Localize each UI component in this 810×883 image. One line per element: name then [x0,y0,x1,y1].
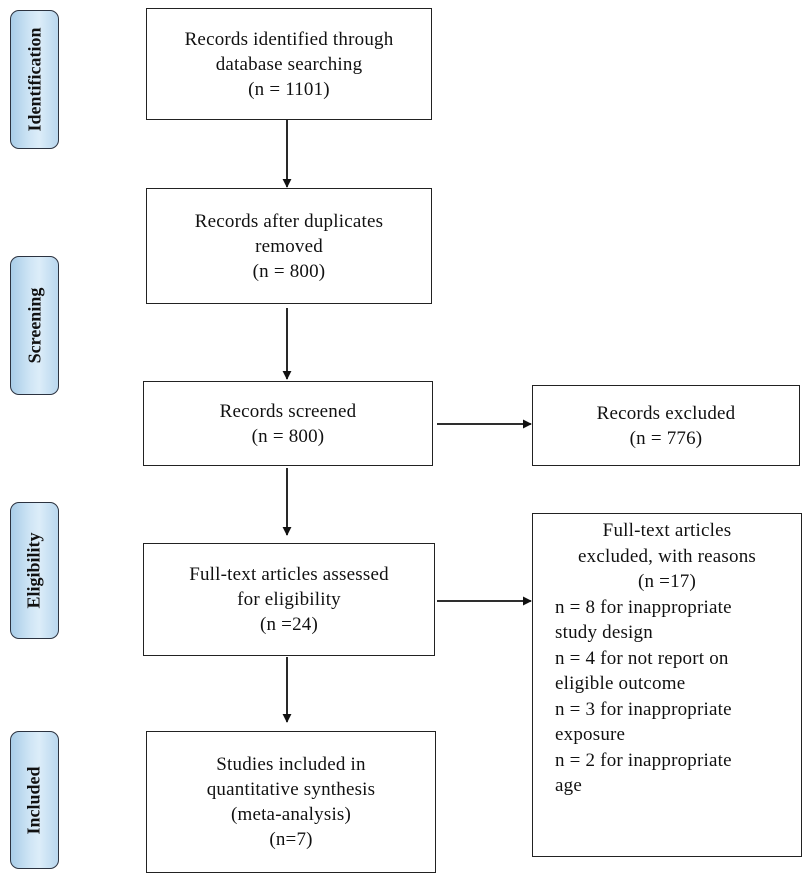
box-line: for eligibility [237,589,341,610]
stage-label-included: Included [24,765,44,835]
records-deduplicated-box: Records after duplicates removed (n = 80… [146,188,432,304]
box-line: (meta-analysis) [230,804,352,825]
box-line: Records after duplicates [194,210,384,232]
box-count: (n =24) [259,614,319,635]
stage-tab-identification: Identification [10,10,59,149]
box-count: (n = 800) [252,260,326,282]
box-line: database searching [215,53,363,75]
box-line: Full-text articles assessed [189,564,389,585]
box-line: quantitative synthesis [206,779,376,800]
reason-line: study design [555,622,653,643]
fulltext-excluded-box: Full-text articles excluded, with reason… [532,513,802,857]
box-line: removed [255,235,323,257]
reason-line: n = 3 for inappropriate [555,698,732,720]
box-count: (n=7) [269,829,313,850]
box-line: Records excluded [596,402,736,424]
box-line: excluded, with reasons [578,545,756,567]
fulltext-assessed-box: Full-text articles assessed for eligibil… [143,543,435,656]
stage-label-eligibility: Eligibility [24,532,44,609]
box-count: (n = 800) [251,425,325,447]
reason-line: n = 2 for inappropriate [555,749,732,771]
reason-line: eligible outcome [555,673,686,694]
box-count: (n =17) [637,571,697,592]
records-identified-box: Records identified through database sear… [146,8,432,120]
reason-line: age [555,775,582,796]
stage-tab-eligibility: Eligibility [10,502,59,639]
box-line: Records identified through [184,28,394,50]
box-line: Studies included in [216,754,366,775]
reason-line: n = 4 for not report on [555,647,729,669]
records-excluded-box: Records excluded (n = 776) [532,385,800,466]
box-count: (n = 776) [629,427,703,449]
stage-label-identification: Identification [24,27,45,132]
box-count: (n = 1101) [248,78,330,100]
studies-included-box: Studies included in quantitative synthes… [146,731,436,873]
reason-line: n = 8 for inappropriate [555,596,732,618]
stage-tab-screening: Screening [10,256,59,395]
reason-line: exposure [555,724,626,745]
box-line: Records screened [219,400,357,422]
stage-label-screening: Screening [24,287,45,364]
records-screened-box: Records screened (n = 800) [143,381,433,466]
stage-tab-included: Included [10,731,59,869]
box-line: Full-text articles [602,520,732,541]
